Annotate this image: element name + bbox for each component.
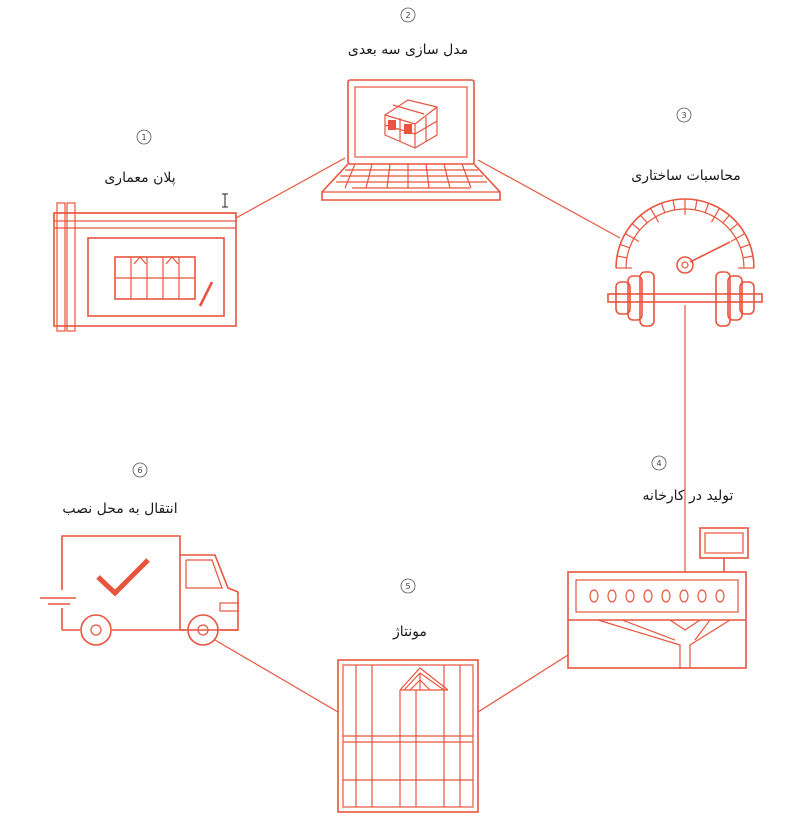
step-number: 4 [656,459,661,468]
checkmark-icon [96,558,150,597]
frame-assembly-icon [337,659,479,813]
laptop-3d-model-icon [321,79,501,201]
gauge-tick [694,199,698,211]
gauge-tick [660,202,666,213]
machine-hole [661,589,671,603]
gauge-tick [704,202,710,213]
step-number-badge [136,129,152,145]
text-cursor-icon [222,193,228,208]
step-3: 3 محاسبات ساختاری [607,107,763,327]
step-number-badge [400,7,416,23]
step-label: مدل سازی سه بعدی [348,42,468,58]
connectors [214,157,686,713]
gauge-barbell-icon [607,198,763,327]
step-6: 6 انتقال به محل نصب [40,462,239,646]
gauge-tick [649,207,660,223]
step-number: 5 [405,582,410,591]
step-label: محاسبات ساختاری [631,168,741,184]
gauge-tick [631,223,641,231]
machine-hole [607,589,617,603]
machine-hole [643,589,653,603]
step-number-badge [400,578,416,594]
gauge-tick [742,255,754,259]
step-number: 1 [141,133,146,142]
gauge-tick [740,243,751,249]
step-1: 1 پلان معماری [53,129,237,332]
gauge-tick [616,255,628,259]
gauge-tick [730,232,746,243]
machine-hole [625,589,635,603]
factory-machine-icon [567,527,749,669]
delivery-truck-icon [40,535,239,646]
gauge-tick [729,223,739,231]
step-label: مونتاژ [392,624,427,640]
step-5: 5 مونتاژ [337,578,479,813]
step-2: 2 مدل سازی سه بعدی [321,7,501,201]
step-label: پلان معماری [104,170,175,186]
step-label: انتقال به محل نصب [62,501,177,517]
machine-hole [679,589,689,603]
gauge-tick [624,232,640,243]
gauge-tick [710,207,721,223]
blueprint-icon [53,202,237,332]
gauge-tick [619,243,630,249]
step-number-badge [651,455,667,471]
machine-hole [715,589,725,603]
gauge-tick [640,214,648,224]
machine-hole [697,589,707,603]
gauge-tick [672,199,676,211]
step-number: 3 [681,111,686,120]
step-number: 2 [405,11,410,20]
step-number-badge [132,462,148,478]
gauge-tick [722,214,730,224]
step-4: 4 تولید در کارخانه [567,455,749,669]
step-number-badge [676,107,692,123]
house-model-icon [384,99,438,149]
machine-hole [589,589,599,603]
step-label: تولید در کارخانه [643,488,734,504]
step-number: 6 [137,466,142,475]
